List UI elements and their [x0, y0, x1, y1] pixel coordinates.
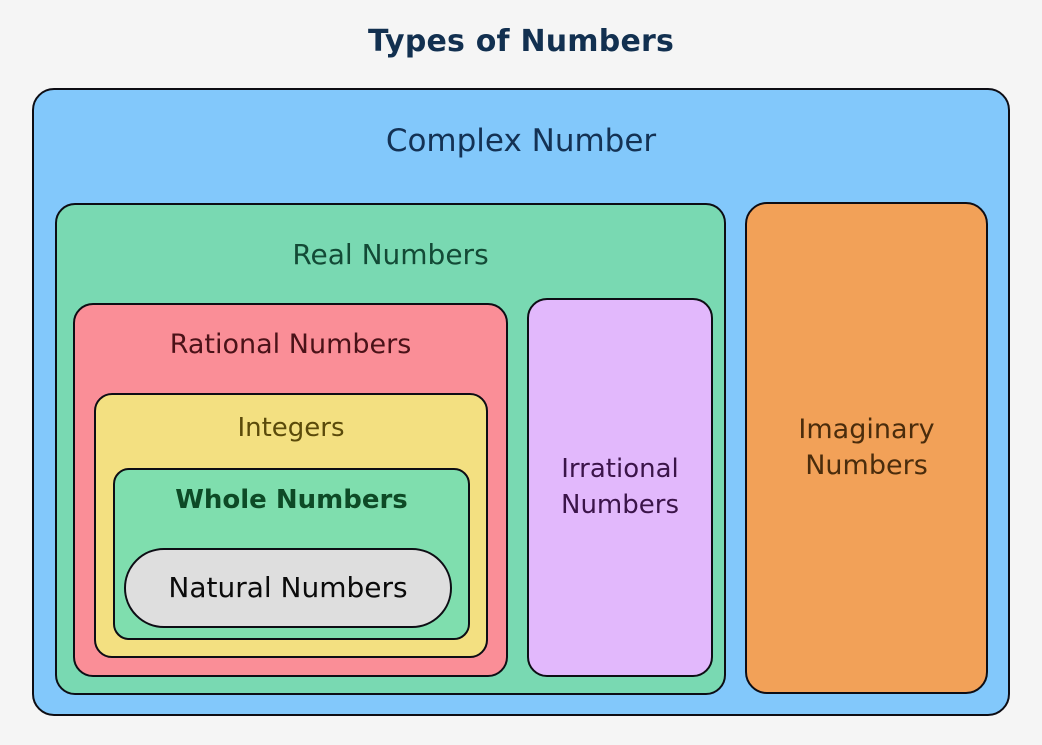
set-label-real-numbers: Real Numbers	[292, 238, 489, 271]
set-label-irrational-numbers: Irrational Numbers	[561, 454, 679, 520]
set-label-rational-numbers: Rational Numbers	[169, 329, 412, 360]
page-title: Types of Numbers	[367, 24, 675, 59]
set-label-natural-numbers: Natural Numbers	[168, 571, 408, 605]
set-box-imaginary-numbers[interactable]: Imaginary Numbers	[745, 202, 988, 694]
set-label-complex-number: Complex Number	[385, 123, 657, 159]
set-box-irrational-numbers[interactable]: Irrational Numbers	[527, 298, 713, 677]
set-label-imaginary-numbers: Imaginary Numbers	[798, 413, 935, 481]
set-box-natural-numbers[interactable]: Natural Numbers	[124, 548, 452, 628]
set-label-whole-numbers: Whole Numbers	[175, 485, 408, 515]
set-label-integers: Integers	[237, 413, 345, 443]
